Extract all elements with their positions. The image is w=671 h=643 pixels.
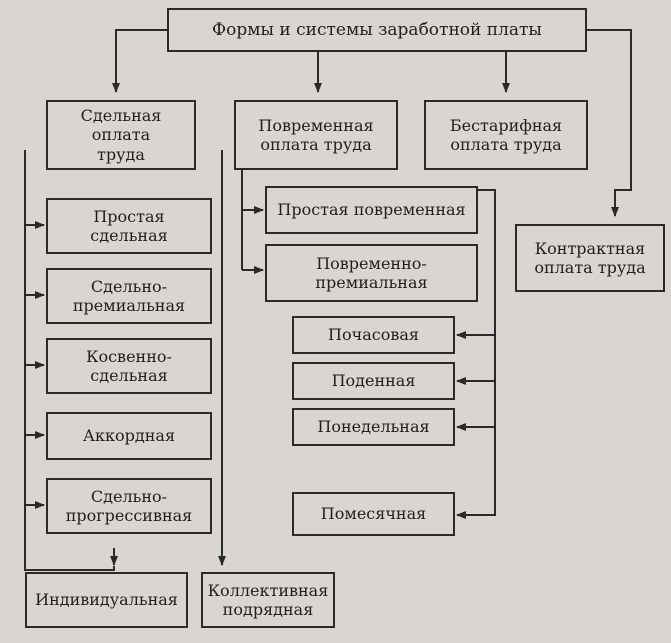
category-piece-box: Сдельная оплата труда (46, 100, 196, 170)
connector-title-piece (112, 29, 167, 93)
piece-system-premium: Сдельно- премиальная (46, 268, 212, 324)
piece-system-accord: Аккордная (46, 412, 212, 460)
connector-title-contract (587, 29, 632, 217)
time-system-simple: Простая повременная (265, 186, 478, 234)
category-contract-box: Контрактная оплата труда (515, 224, 665, 292)
time-period-monthly: Помесячная (292, 492, 455, 536)
time-system-premium: Повременно- премиальная (265, 244, 478, 302)
piece-system-progressive: Сдельно- прогрессивная (46, 478, 212, 534)
category-time-box: Повременная оплата труда (234, 100, 398, 170)
piece-collective-box: Коллективная подрядная (201, 572, 335, 628)
time-period-daily: Поденная (292, 362, 455, 400)
piece-system-simple: Простая сдельная (46, 198, 212, 254)
category-tariffless-box: Бестарифная оплата труда (424, 100, 588, 170)
piece-individual-box: Индивидуальная (25, 572, 188, 628)
piece-system-indirect: Косвенно- сдельная (46, 338, 212, 394)
spine-time-right (478, 189, 496, 516)
title-box: Формы и системы заработной платы (167, 8, 587, 52)
time-period-weekly: Понедельная (292, 408, 455, 446)
time-period-hourly: Почасовая (292, 316, 455, 354)
spine-piece-left (24, 150, 115, 571)
